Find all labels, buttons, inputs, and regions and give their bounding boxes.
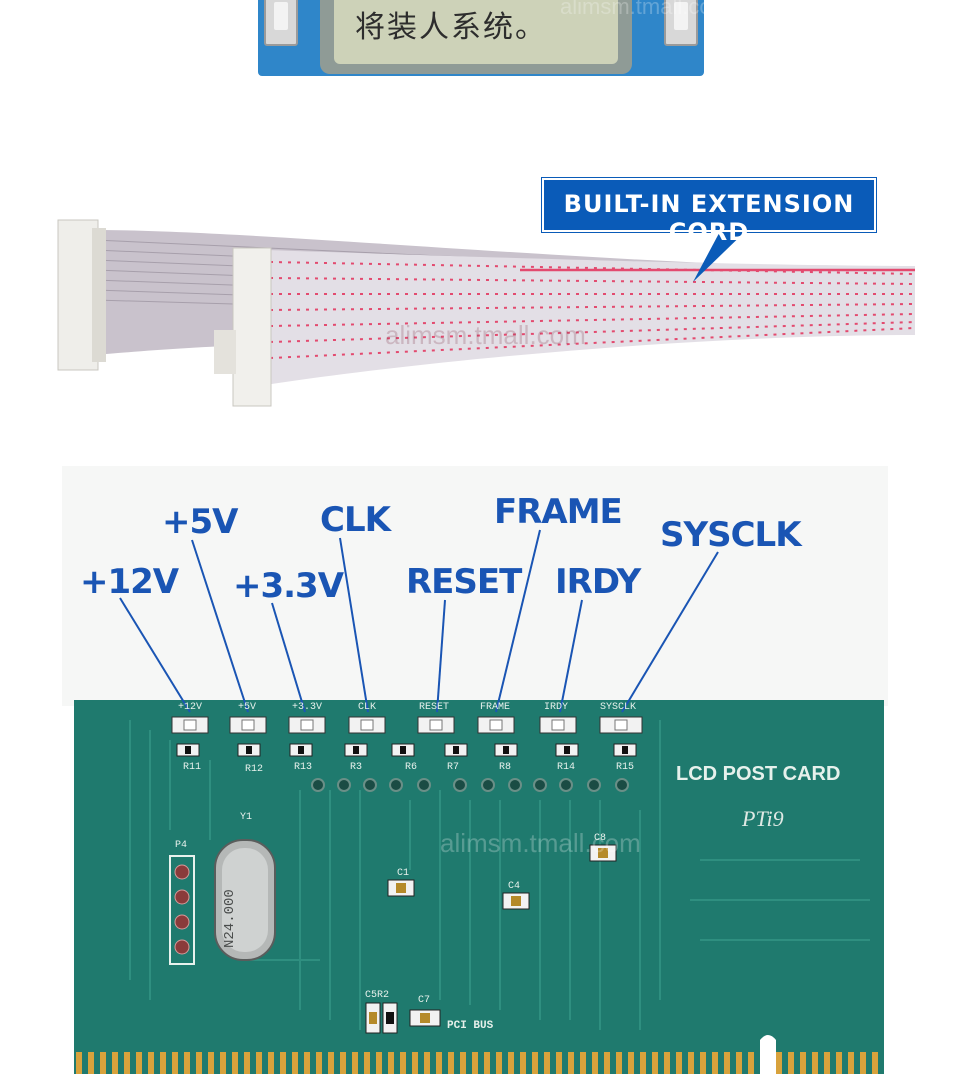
led-clk: [348, 716, 386, 734]
silk-r13: R13: [294, 762, 313, 773]
led-sysclk: [599, 716, 643, 734]
silk-c4: C4: [508, 881, 521, 892]
led-frame: [477, 716, 515, 734]
lcd-left-button: [264, 0, 298, 46]
leader-lines: [119, 529, 719, 713]
label-5v: +5V: [162, 502, 238, 542]
crystal-marking: N24.000: [222, 889, 238, 948]
header-p4: [169, 855, 195, 965]
lcd-right-button: [664, 0, 698, 46]
callout-text: BUILT-IN EXTENSION CORD: [563, 190, 855, 246]
silk-p4: P4: [175, 840, 188, 851]
label-irdy: IRDY: [555, 562, 641, 602]
callout-pointer: [693, 222, 755, 282]
silk-y1: Y1: [240, 812, 253, 823]
crystal-y1: [214, 839, 276, 961]
silk-c8: C8: [594, 833, 607, 844]
silk-r11: R11: [183, 762, 202, 773]
pcb-board: [62, 466, 888, 1074]
gold-edge-connector: [74, 1035, 884, 1074]
label-12v: +12V: [80, 562, 179, 602]
smd-components: [365, 844, 617, 1034]
silk-c7: C7: [418, 995, 431, 1006]
back-connector: [57, 219, 106, 371]
lcd-screen: [334, 0, 618, 64]
led-3v3: [288, 716, 326, 734]
watermark-url-pcb: alimsm.tmall.com: [440, 828, 641, 858]
label-sysclk: SYSCLK: [660, 515, 802, 555]
label-frame: FRAME: [494, 492, 623, 532]
board-title: LCD POST CARD: [676, 763, 841, 785]
led-row: [171, 716, 643, 734]
watermark-url-cable: alimsm.tmall.com: [385, 320, 586, 350]
led-reset: [417, 716, 455, 734]
silk-r8: R8: [499, 762, 512, 773]
label-clk: CLK: [320, 500, 391, 540]
pci-bus-label: PCI BUS: [447, 1020, 494, 1032]
silk-r3: R3: [350, 762, 363, 773]
ribbon-cable: [57, 219, 916, 407]
label-3v3: +3.3V: [233, 566, 344, 606]
extension-cord-callout: BUILT-IN EXTENSION CORD: [542, 178, 876, 246]
silk-r15: R15: [616, 762, 635, 773]
front-connector: [214, 247, 272, 407]
silk-c1: C1: [397, 868, 410, 879]
label-reset: RESET: [406, 562, 522, 602]
silk-r14: R14: [557, 762, 576, 773]
board-model: PTi9: [742, 806, 784, 831]
silk-led-reset: RESET: [419, 702, 450, 713]
led-12v: [171, 716, 209, 734]
via-row: [311, 778, 629, 792]
silk-c5r2: C5R2: [365, 990, 390, 1001]
silk-led-clk: CLK: [358, 702, 377, 713]
silk-r6: R6: [405, 762, 418, 773]
silk-led-irdy: IRDY: [544, 702, 569, 713]
silk-r7: R7: [447, 762, 460, 773]
watermark-url-top: alimsm.tmall.com: [560, 0, 730, 19]
silk-led-sysclk: SYSCLK: [600, 702, 637, 713]
front-ribbon-cable: [265, 250, 916, 385]
silk-r12: R12: [245, 764, 264, 775]
led-irdy: [539, 716, 577, 734]
lcd-display-text: 将装人系统。: [355, 10, 547, 45]
resistor-row: [176, 743, 637, 757]
silk-led-5v: +5V: [238, 702, 257, 713]
silk-led-frame: FRAME: [480, 702, 511, 713]
silk-led-3v3: +3.3V: [292, 702, 323, 713]
silk-led-12v: +12V: [178, 702, 203, 713]
led-5v: [229, 716, 267, 734]
